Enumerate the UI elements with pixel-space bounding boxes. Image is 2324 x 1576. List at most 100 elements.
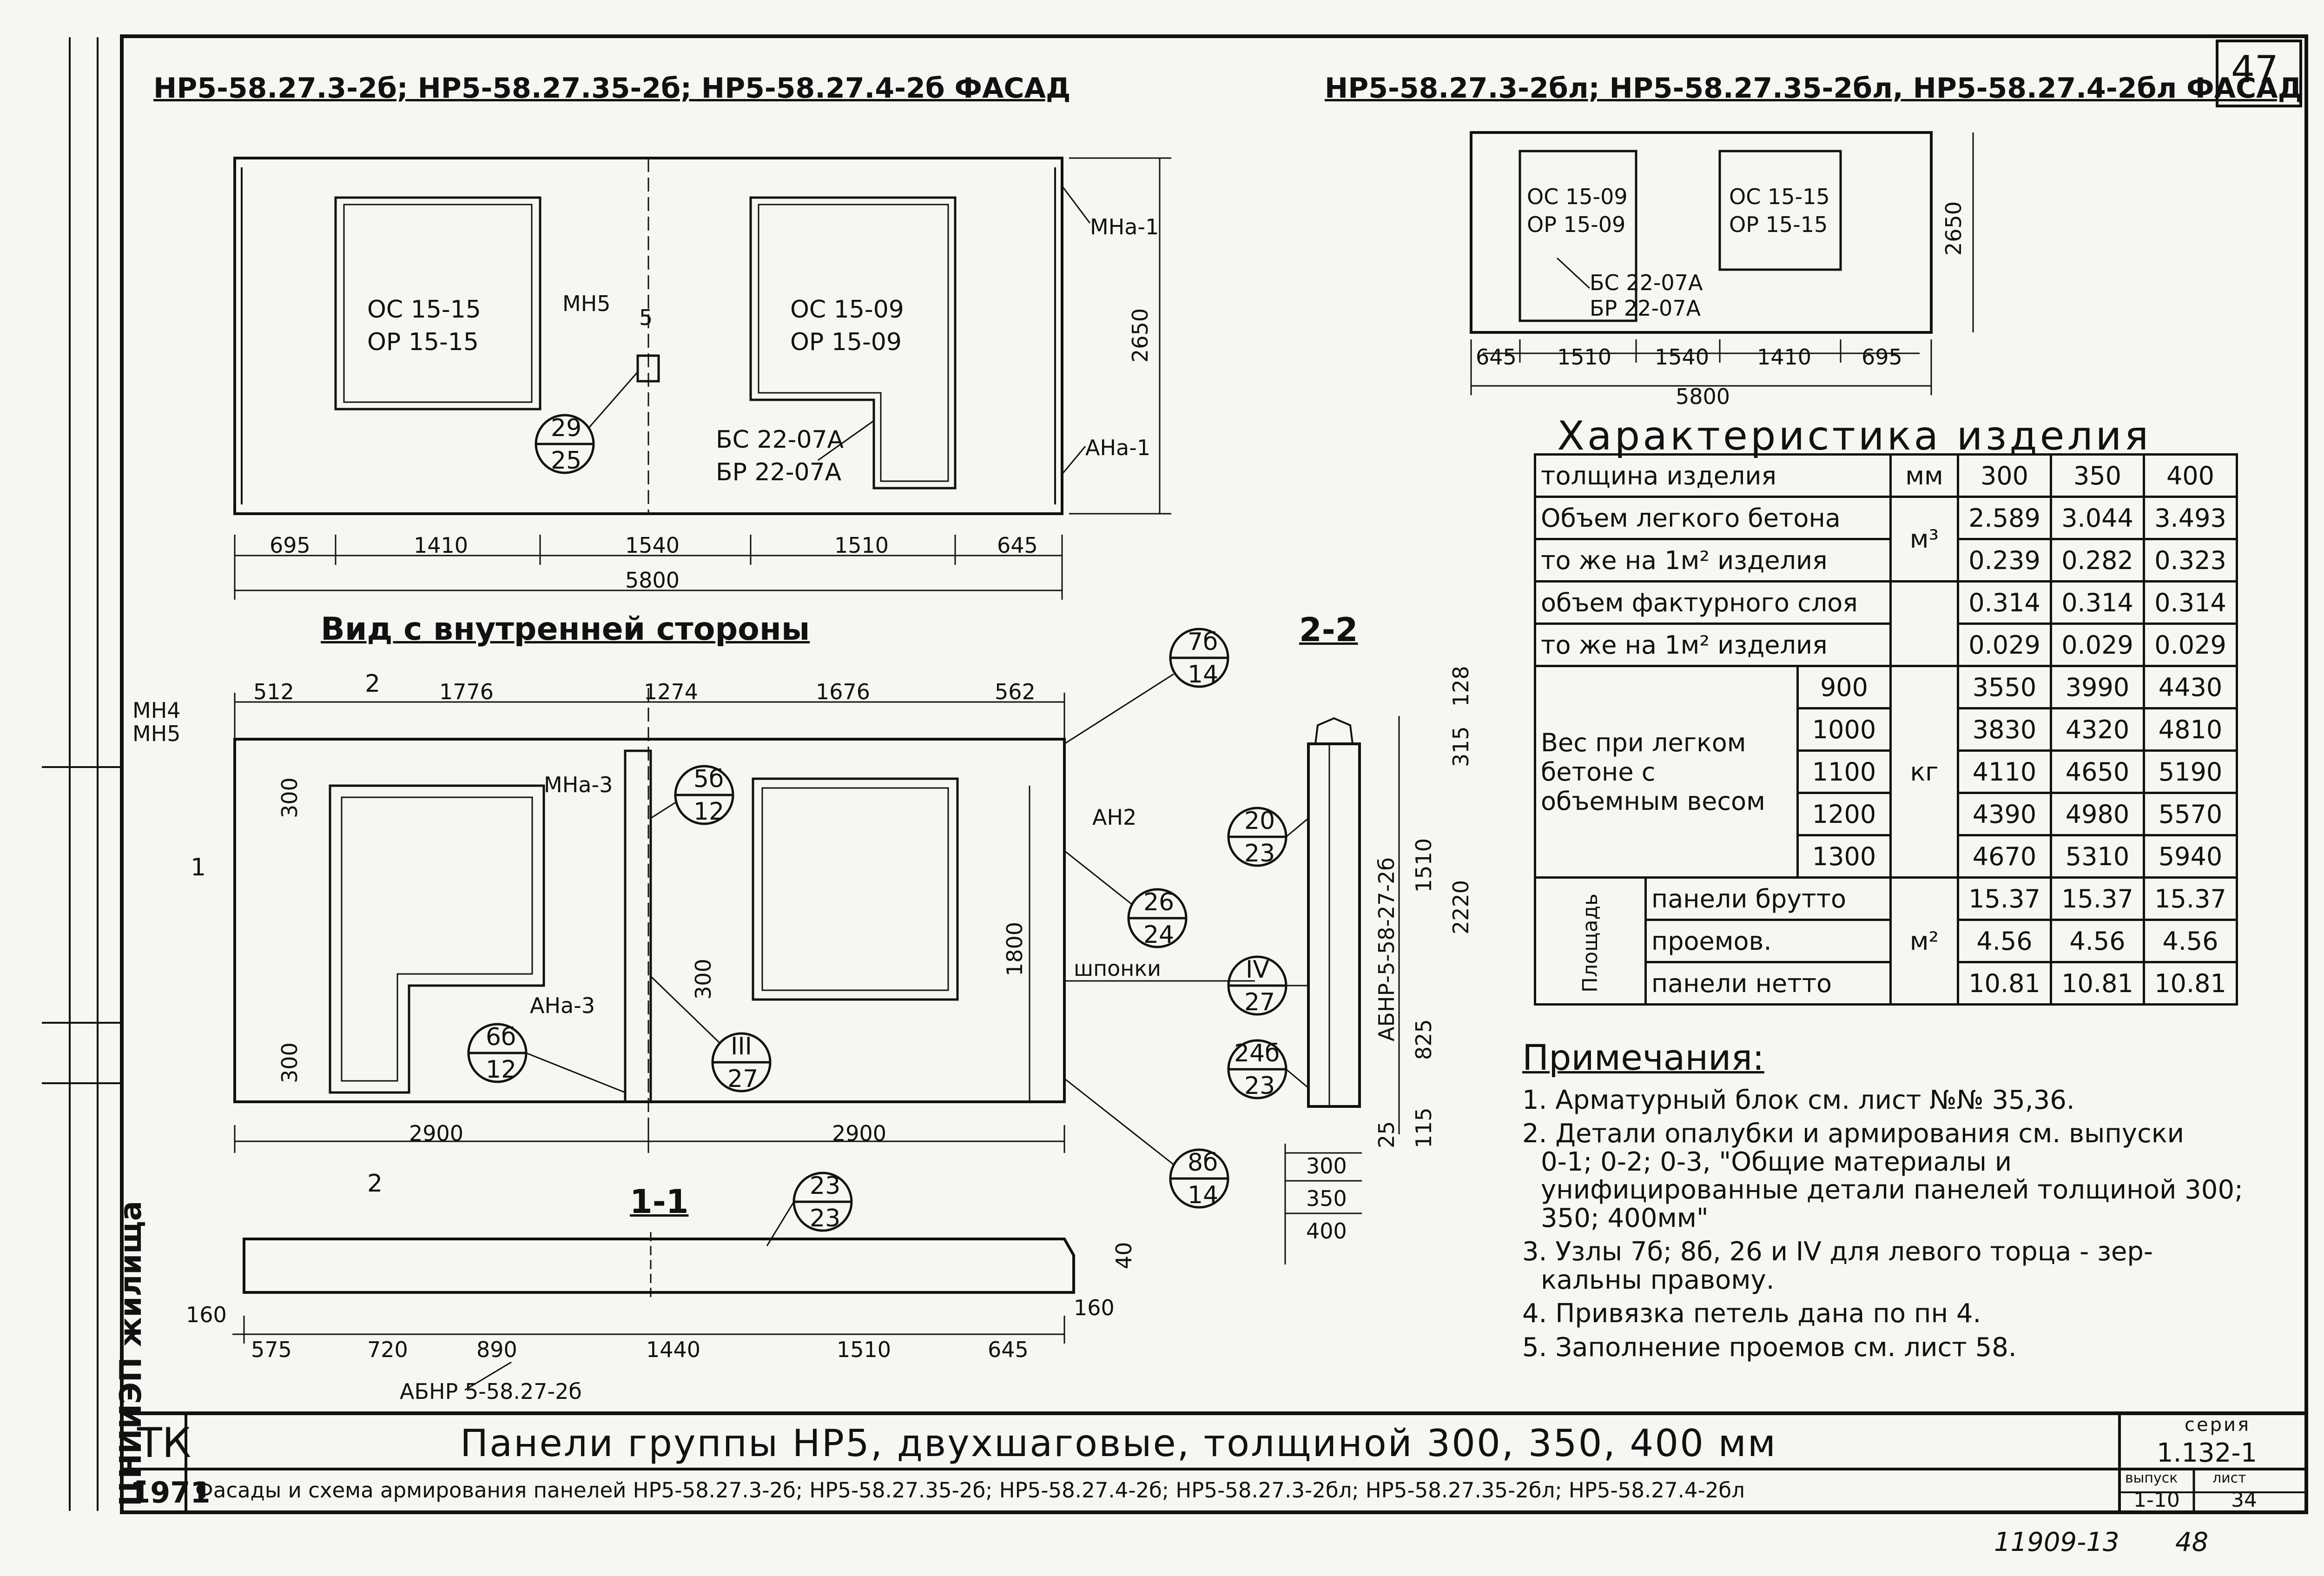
table-cell: 5190 [2143, 749, 2238, 794]
shponki-label: шпонки [1074, 956, 1162, 981]
section-1-1-dim-5: 1510 [837, 1337, 891, 1362]
balcony-bottom-label: БР 22-07А [716, 458, 842, 486]
title-block-year: 1971 [130, 1476, 211, 1510]
table-cell: 15.37 [1957, 876, 2052, 921]
left-margin-text: ЦНИИЭП жилища [114, 1200, 148, 1506]
inner-dim-2: 1776 [439, 679, 494, 704]
facade-right-dim-total: 5800 [1676, 384, 1730, 409]
table-cell: 2.589 [1957, 496, 2052, 540]
section-mark-2-bottom: 2 [367, 1170, 383, 1198]
section-2-2-dim-25: 25 [1374, 1121, 1399, 1148]
issue-label: выпуск [2125, 1470, 2178, 1486]
table-cell: 3550 [1957, 665, 2052, 709]
callout-4-num: IV [1246, 956, 1269, 984]
table-cell: 10.81 [2050, 961, 2145, 1006]
issue-value: 1-10 [2133, 1488, 2180, 1512]
table-row: то же на 1м² изделия 0.029 0.029 0.029 [1534, 622, 2238, 667]
table-row: 1300 4670 5310 5940 [1535, 834, 2238, 879]
table-cell: 4.56 [1957, 919, 2052, 963]
table-cell: 4980 [2050, 792, 2145, 836]
table-cell: 4320 [2050, 707, 2145, 752]
table-cell: 10.81 [1957, 961, 2052, 1006]
note-item: 3. Узлы 7б; 8б, 26 и IV для левого торца… [1522, 1238, 2275, 1294]
header-unit: мм [1889, 453, 1959, 498]
section-1-1-dim-3: 890 [476, 1337, 517, 1362]
facade-right-dim-5: 695 [1862, 344, 1902, 370]
table-row: Вес при легком бетоне с объемным весом 9… [1534, 665, 2238, 879]
characteristics-title: Характеристика изделия [1557, 413, 2152, 459]
balcony-top-label: БС 22-07А [716, 426, 844, 454]
section-1-1-dim-4: 1440 [646, 1337, 701, 1362]
section-2-2-dim-825: 825 [1411, 1019, 1436, 1060]
note-item: 1. Арматурный блок см. лист №№ 35,36. [1522, 1086, 2275, 1114]
inner-dim-3: 1274 [644, 679, 699, 704]
note-text-cont: 0-1; 0-2; 0-3, "Общие материалы и унифиц… [1541, 1146, 2243, 1233]
table-cell: 15.37 [2143, 876, 2238, 921]
table-cell: 4390 [1957, 792, 2052, 836]
header-value-300: 300 [1957, 453, 2052, 498]
inner-view-title: Вид с внутренней стороны [321, 611, 810, 648]
table-cell: 4110 [1957, 749, 2052, 794]
callout-29-num: 29 [551, 414, 582, 442]
table-cell: 4.56 [2143, 919, 2238, 963]
section-1-1-abnr-label: АБНР 5-58.27-2б [400, 1379, 582, 1404]
row-label: объем фактурного слоя [1534, 580, 1892, 625]
inner-dim-300-a: 300 [277, 777, 302, 818]
note-text: 5. Заполнение проемов см. лист 58. [1522, 1332, 2017, 1363]
volume-unit: м³ [1889, 496, 1959, 583]
section-1-1-title: 1-1 [630, 1183, 689, 1221]
window-1-bottom-label: ОР 15-15 [367, 328, 479, 356]
table-cell: 0.029 [1957, 622, 2052, 667]
table-cell: 0.314 [2050, 580, 2145, 625]
facade-right-height-dim: 2650 [1941, 201, 1966, 256]
section-2-2-dim-2220: 2220 [1448, 880, 1473, 934]
section-1-1-dim-2: 720 [367, 1337, 408, 1362]
table-cell: 0.239 [1957, 538, 2052, 583]
page-number: 47 [2231, 48, 2278, 91]
note-item: 4. Привязка петель дана по пн 4. [1522, 1300, 2275, 1328]
facade-right-balcony-top: БС 22-07А [1590, 270, 1703, 295]
facade-left-height-dim: 2650 [1128, 308, 1153, 363]
callout-6b-den: 12 [486, 1056, 517, 1084]
table-cell: 0.029 [2050, 622, 2145, 667]
volume-unit-blank [1889, 580, 1959, 667]
table-row: Объем легкого бетона м³ 2.589 3.044 3.49… [1534, 496, 2238, 583]
sheet-label: лист [2212, 1470, 2246, 1486]
title-block-main-title: Панели группы НР5, двухшаговые, толщиной… [460, 1422, 1777, 1465]
title-block-sub-title: Фасады и схема армирования панелей НР5-5… [195, 1478, 1745, 1503]
density-cell: 1200 [1796, 792, 1892, 836]
anchor-mn5-label: МН5 [562, 291, 611, 316]
callout-5b-den: 12 [693, 798, 725, 826]
stamp-number: 11909-13 [1994, 1527, 2119, 1557]
header-value-400: 400 [2143, 453, 2238, 498]
facade-right-dim-1: 645 [1476, 344, 1517, 370]
table-cell: 3990 [2050, 665, 2145, 709]
anchor-ana1-label: АНа-1 [1085, 435, 1151, 460]
table-cell: 3.493 [2143, 496, 2238, 540]
table-row: объем фактурного слоя 0.314 0.314 0.314 [1534, 580, 2238, 667]
table-row: толщина изделия мм 300 350 400 [1534, 453, 2238, 498]
callout-26-num: 26 [1143, 888, 1175, 916]
table-cell: 0.029 [2143, 622, 2238, 667]
area-label: Площадь [1578, 893, 1602, 993]
note-text-cont: кальны правому. [1541, 1265, 1775, 1295]
inner-dim-300-c: 300 [691, 959, 716, 1000]
anchor-mna3-label: МНа-3 [544, 772, 613, 797]
section-2-2-dim-315: 315 [1448, 726, 1473, 767]
table-cell: 15.37 [2050, 876, 2145, 921]
section-2-2-dim-128: 128 [1448, 666, 1473, 707]
facade-right-title: НР5-58.27.3-2бл; НР5-58.27.35-2бл, НР5-5… [1325, 72, 2303, 105]
area-unit: м² [1889, 876, 1959, 1006]
table-cell: 0.314 [1957, 580, 2052, 625]
facade-left-dim-4: 1510 [834, 533, 889, 558]
section-1-1-dim-160-a: 160 [186, 1302, 227, 1327]
callout-20-den: 23 [1244, 840, 1275, 867]
facade-right-window-1-bottom: ОР 15-09 [1527, 212, 1626, 237]
inner-dim-1: 512 [253, 679, 294, 704]
table-cell: 10.81 [2143, 961, 2238, 1006]
inner-dim-5: 562 [995, 679, 1036, 704]
facade-right-dim-4: 1410 [1757, 344, 1812, 370]
callout-7b-den: 14 [1188, 661, 1219, 689]
facade-left-title: НР5-58.27.3-2б; НР5-58.27.35-2б; НР5-58.… [153, 72, 1071, 105]
